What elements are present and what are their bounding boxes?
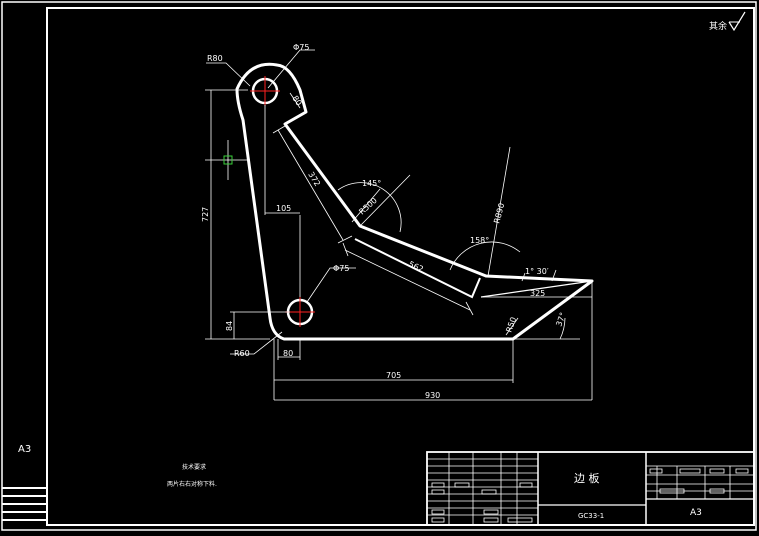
dimension-lines — [205, 49, 593, 401]
dimension-texts: R80 Φ75 727 84 105 Φ75 R60 80 80 372 R50… — [201, 43, 568, 400]
sheet-size-label-titleblock: A3 — [690, 508, 702, 518]
dim-80-bottom: 80 — [283, 349, 293, 358]
drawing-number: GC33-1 — [578, 512, 604, 520]
dim-r60: R60 — [234, 349, 250, 358]
title-block — [426, 451, 755, 526]
roughness-symbol: 其余 — [709, 11, 746, 32]
dim-angle158: 158° — [470, 236, 489, 245]
part-name: 边 板 — [574, 471, 600, 485]
cursor-crosshair — [205, 140, 250, 180]
roughness-note: 其余 — [709, 20, 727, 32]
dim-angle37: 37° — [554, 311, 567, 327]
dim-angle145: 145° — [362, 179, 381, 188]
dim-325: 325 — [530, 289, 545, 298]
dim-r80: R80 — [207, 54, 223, 63]
dim-930: 930 — [425, 391, 440, 400]
part-outline — [235, 62, 594, 341]
dim-angle1-30: 1° 30′ — [525, 267, 549, 276]
dim-r50: R50 — [504, 316, 518, 334]
tech-req-title: 技术要求 — [182, 463, 206, 471]
dim-105: 105 — [276, 204, 291, 213]
dim-phi75-top: Φ75 — [293, 43, 309, 52]
tech-req-text: 两片右右对称下料. — [167, 480, 217, 488]
dim-r500: R500 — [357, 196, 379, 217]
dim-705: 705 — [386, 371, 401, 380]
dim-727: 727 — [201, 207, 210, 222]
top-hole — [250, 76, 280, 106]
tech-requirements: 技术要求 两片右右对称下料. — [167, 463, 217, 488]
dim-84: 84 — [225, 321, 234, 331]
dim-r890: R890 — [492, 202, 506, 224]
dim-phi75-bottom: Φ75 — [333, 264, 349, 273]
sheet-size-label-left: A3 — [18, 444, 31, 455]
